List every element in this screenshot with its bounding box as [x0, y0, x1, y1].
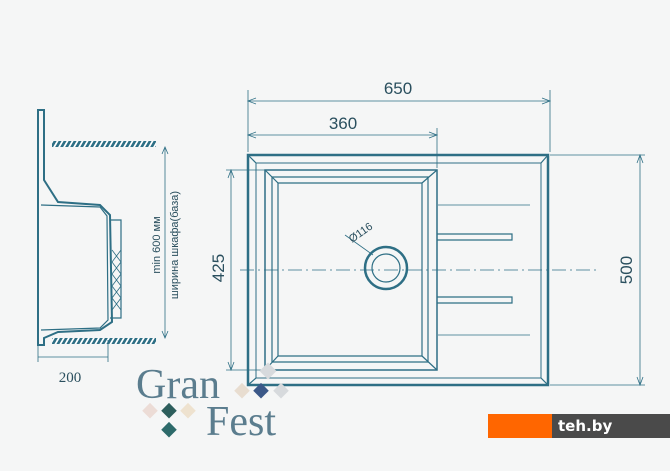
countertop-hatch	[52, 141, 156, 147]
logo-text-gran: Gran	[136, 362, 220, 408]
dim-500: 500	[617, 256, 636, 284]
cabinet-min-label: min 600 мм	[151, 216, 163, 273]
logo-text-fest: Fest	[206, 399, 276, 445]
watermark-orange-bar	[488, 414, 552, 438]
side-view	[37, 109, 169, 362]
granfest-logo: Gran Fest	[136, 362, 289, 445]
cabinet-width-label: ширина шкафа(база)	[169, 191, 181, 299]
cabinet-bottom-hatch	[52, 338, 156, 344]
dim-360: 360	[329, 114, 357, 133]
watermark-text: teh.by	[552, 414, 670, 438]
dim-425: 425	[209, 254, 228, 282]
top-view	[240, 153, 600, 387]
drain-diameter: Ø116	[347, 221, 375, 246]
dim-650: 650	[384, 79, 412, 98]
dimension-lines	[226, 90, 645, 387]
drainboard-ridges	[437, 233, 513, 304]
drain-hole	[363, 245, 409, 291]
dim-200: 200	[59, 370, 82, 386]
watermark: teh.by	[488, 414, 670, 438]
